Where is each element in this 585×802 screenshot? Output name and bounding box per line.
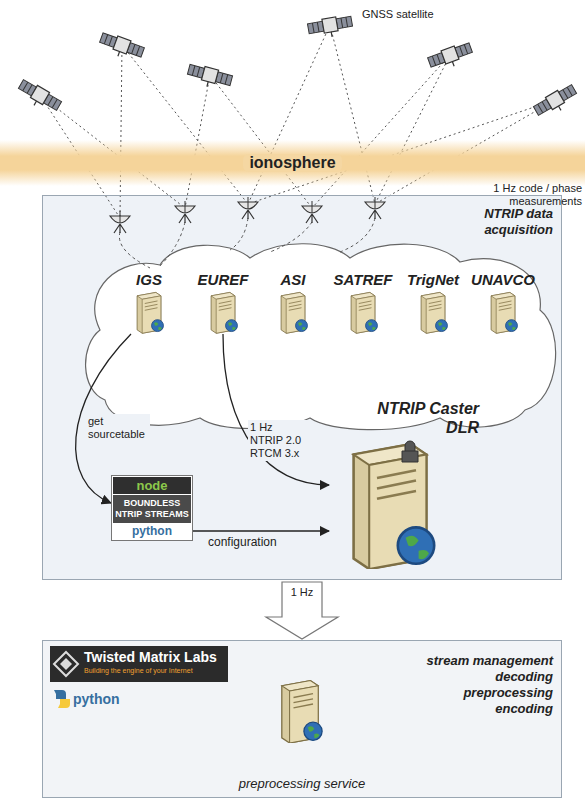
logo-text: python <box>73 691 120 707</box>
server-icon <box>276 290 310 334</box>
node-text: NTRIP data acquisition <box>445 206 553 238</box>
node-text: python <box>113 523 191 539</box>
connector <box>193 530 329 531</box>
server-node: EUREF <box>191 271 255 334</box>
server-icon <box>132 290 166 334</box>
node-text: ionosphere <box>243 154 341 172</box>
connector <box>223 334 329 485</box>
measurement-note: 1 Hz code / phase measurements <box>490 182 582 208</box>
node-text: preprocessing service <box>43 776 561 791</box>
node-text: node <box>113 477 191 494</box>
caster-server: NTRIP Caster DLR <box>329 399 479 569</box>
node-text: ASI <box>280 271 305 288</box>
server-node: SATREF <box>331 271 395 334</box>
logo-text: Twisted Matrix Labs <box>84 649 217 665</box>
config-tool-box: nodeBOUNDLESS NTRIP STREAMSpython <box>111 475 193 541</box>
server-icon <box>206 290 240 334</box>
node-text: NTRIP Caster DLR <box>367 399 479 437</box>
acquisition-panel: NTRIP data acquisitionIGS EUREF ASI SATREF T… <box>42 195 562 580</box>
logo-tagline: Building the engine of your Internet <box>84 667 193 674</box>
flow-arrow <box>266 582 338 639</box>
server-icon <box>335 439 445 569</box>
edge-label: get sourcetable <box>86 414 150 442</box>
satellite-label: GNSS satellite <box>362 8 434 20</box>
node-text: SATREF <box>334 271 393 288</box>
server-node: IGS <box>117 271 181 334</box>
node-text: UNAVCO <box>471 271 535 288</box>
edge-label: configuration <box>208 535 277 549</box>
edge-label: 1 Hz NTRIP 2.0 RTCM 3.x <box>248 420 310 461</box>
server-node: UNAVCO <box>471 271 535 334</box>
server-icon <box>346 290 380 334</box>
ionosphere-band: ionosphere <box>0 140 585 186</box>
edge-label: 1 Hz <box>291 586 314 598</box>
node-text: IGS <box>136 271 162 288</box>
server-icon <box>416 290 450 334</box>
node-text: stream management decoding preprocessing… <box>421 653 553 717</box>
server-node: TrigNet <box>401 271 465 334</box>
server-node: ASI <box>261 271 325 334</box>
server-icon <box>486 290 520 334</box>
node-text: BOUNDLESS NTRIP STREAMS <box>113 495 191 523</box>
node-text: TrigNet <box>407 271 459 288</box>
node-text: EUREF <box>198 271 249 288</box>
